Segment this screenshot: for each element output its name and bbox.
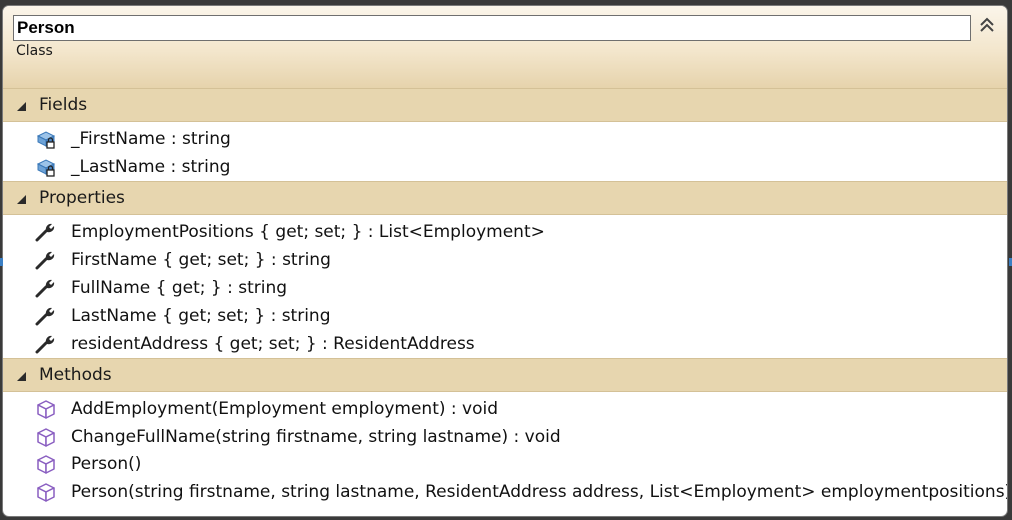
method-item[interactable]: Person(string firstname, string lastname… xyxy=(3,478,1007,506)
property-item[interactable]: LastName { get; set; } : string xyxy=(3,302,1007,330)
method-signature: ChangeFullName(string firstname, string … xyxy=(71,427,561,447)
property-wrench-icon xyxy=(35,279,55,298)
private-field-icon xyxy=(36,159,56,177)
property-signature: FullName { get; } : string xyxy=(71,278,288,298)
property-signature: FirstName { get; set; } : string xyxy=(71,250,331,270)
field-item[interactable]: _LastName : string xyxy=(3,153,1007,181)
method-item[interactable]: Person() xyxy=(3,450,1007,478)
property-signature: EmploymentPositions { get; set; } : List… xyxy=(71,222,545,242)
section-label: Properties xyxy=(39,188,125,208)
property-item[interactable]: FirstName { get; set; } : string xyxy=(3,246,1007,274)
field-signature: _LastName : string xyxy=(71,157,231,177)
method-signature: AddEmployment(Employment employment) : v… xyxy=(71,399,499,419)
property-wrench-icon xyxy=(35,335,55,354)
property-item[interactable]: EmploymentPositions { get; set; } : List… xyxy=(3,218,1007,246)
field-item[interactable]: _FirstName : string xyxy=(3,125,1007,153)
property-wrench-icon xyxy=(35,223,55,242)
method-signature: Person() xyxy=(71,454,142,474)
class-kind-label: Class xyxy=(16,43,53,59)
right-resize-handle[interactable] xyxy=(1009,258,1012,266)
method-signature: Person(string firstname, string lastname… xyxy=(71,482,1008,502)
method-item[interactable]: ChangeFullName(string firstname, string … xyxy=(3,423,1007,451)
method-cube-icon xyxy=(37,428,55,447)
method-cube-icon xyxy=(37,455,55,474)
private-field-icon xyxy=(36,131,56,149)
section-label: Fields xyxy=(39,95,88,115)
section-header-methods[interactable]: Methods xyxy=(3,358,1007,392)
section-header-properties[interactable]: Properties xyxy=(3,181,1007,215)
method-cube-icon xyxy=(37,400,55,419)
section-label: Methods xyxy=(39,365,112,385)
property-item[interactable]: residentAddress { get; set; } : Resident… xyxy=(3,330,1007,358)
collapse-triangle-icon xyxy=(17,195,26,204)
field-signature: _FirstName : string xyxy=(71,129,231,149)
property-signature: residentAddress { get; set; } : Resident… xyxy=(71,334,475,354)
property-signature: LastName { get; set; } : string xyxy=(71,306,331,326)
method-item[interactable]: AddEmployment(Employment employment) : v… xyxy=(3,395,1007,423)
collapse-triangle-icon xyxy=(17,102,26,111)
collapse-chevron-icon[interactable] xyxy=(977,15,997,35)
section-header-fields[interactable]: Fields xyxy=(3,88,1007,122)
left-resize-handle[interactable] xyxy=(0,258,3,266)
property-wrench-icon xyxy=(35,251,55,270)
method-cube-icon xyxy=(37,483,55,502)
collapse-triangle-icon xyxy=(17,372,26,381)
property-wrench-icon xyxy=(35,307,55,326)
class-shape[interactable]: Person Class Fields _FirstName : string xyxy=(2,5,1008,517)
class-header: Person Class xyxy=(3,6,1007,88)
class-name-field[interactable]: Person xyxy=(13,15,971,41)
property-item[interactable]: FullName { get; } : string xyxy=(3,274,1007,302)
